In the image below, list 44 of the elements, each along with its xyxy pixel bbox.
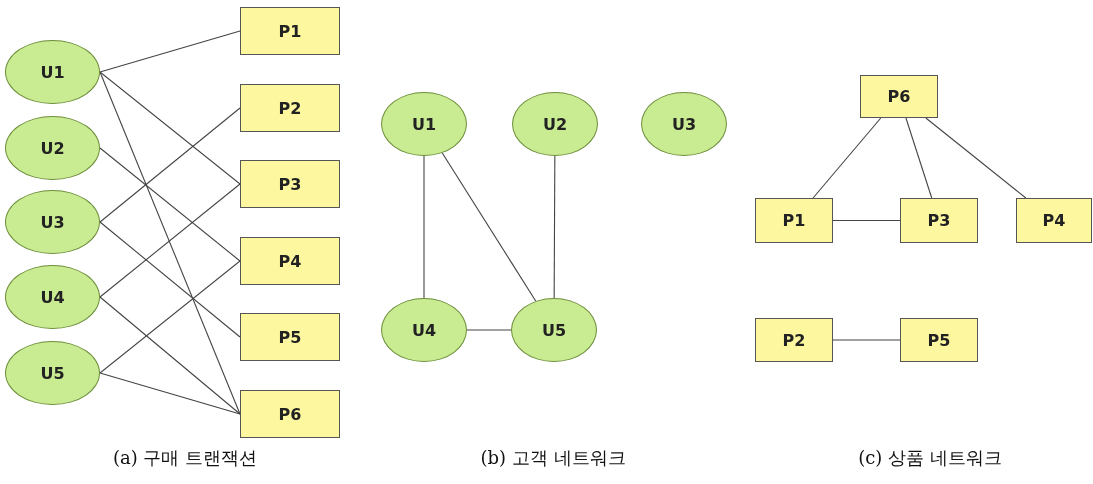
product-box: P3 <box>240 160 340 208</box>
user-ellipse: U1 <box>381 92 467 156</box>
product-box: P5 <box>900 318 978 362</box>
panel-caption: (c) 상품 네트워크 <box>858 446 1002 470</box>
connector-line <box>553 155 556 299</box>
connector-line <box>832 339 901 341</box>
user-ellipse: U2 <box>5 116 100 180</box>
user-ellipse: U2 <box>512 92 598 156</box>
panel-caption: (a) 구매 트랜잭션 <box>112 446 258 470</box>
product-box: P2 <box>755 318 833 362</box>
connector-line <box>99 107 241 223</box>
connector-line <box>466 329 512 331</box>
panel-caption: (b) 고객 네트워크 <box>480 446 626 470</box>
connector-line <box>99 147 241 262</box>
user-ellipse: U5 <box>5 341 100 405</box>
user-ellipse: U4 <box>381 298 467 362</box>
user-ellipse: U4 <box>5 265 100 329</box>
product-box: P1 <box>755 198 833 243</box>
user-ellipse: U1 <box>5 40 100 104</box>
connector-line <box>99 71 241 185</box>
product-box: P6 <box>860 75 938 118</box>
connector-line <box>423 155 425 299</box>
user-ellipse: U3 <box>641 92 727 156</box>
product-box: P2 <box>240 84 340 132</box>
connector-line <box>99 71 241 415</box>
product-box: P4 <box>240 237 340 285</box>
connector-line <box>925 117 1027 199</box>
user-ellipse: U5 <box>511 298 597 362</box>
connector-line <box>99 372 241 415</box>
connector-line <box>99 221 241 338</box>
product-box: P3 <box>900 198 978 243</box>
product-box: P4 <box>1016 198 1092 243</box>
user-ellipse: U3 <box>5 190 100 254</box>
product-box: P1 <box>240 7 340 55</box>
connector-line <box>99 183 241 298</box>
connector-line <box>812 117 882 199</box>
connector-line <box>905 117 933 199</box>
connector-line <box>832 219 901 222</box>
connector-line <box>99 296 241 415</box>
connector-line <box>99 260 241 374</box>
connector-line <box>99 30 241 73</box>
product-box: P6 <box>240 390 340 438</box>
connector-line <box>441 152 537 302</box>
product-box: P5 <box>240 313 340 361</box>
